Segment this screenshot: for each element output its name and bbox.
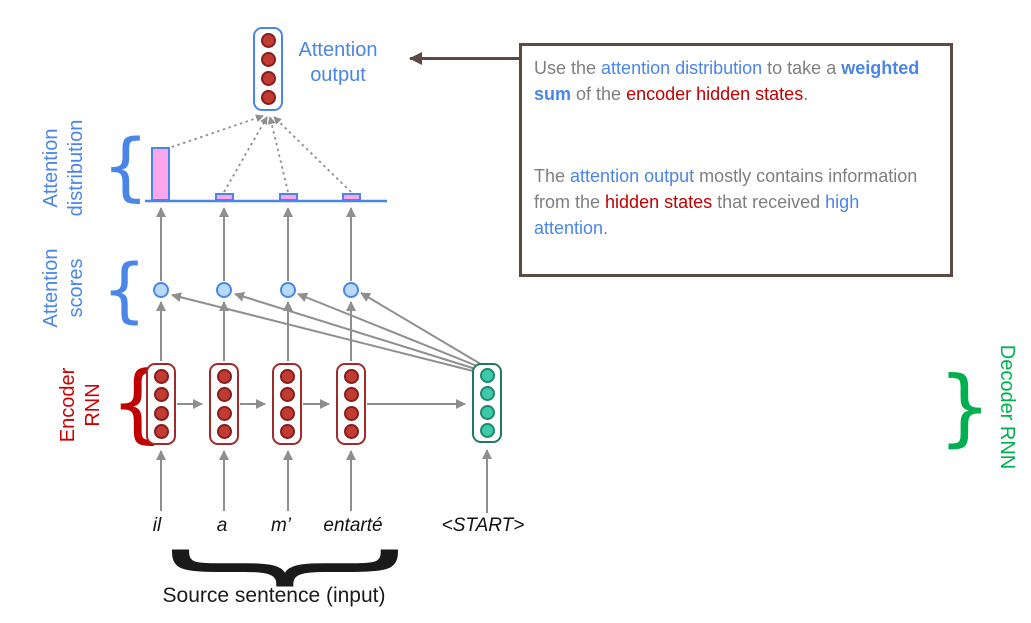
source-sentence-brace: { — [130, 537, 417, 599]
source-word: m’ — [270, 515, 292, 536]
note-box: Use the attention distribution to take a… — [519, 43, 953, 277]
encoder-rnn-label: Encoder RNN — [57, 367, 104, 443]
hidden-state-dot — [343, 368, 359, 384]
attention-output-cell — [253, 27, 283, 111]
attention-bar-low — [214, 193, 234, 201]
hidden-state-dot — [343, 405, 359, 421]
distribution-brace: { — [102, 124, 150, 210]
encoder-to-score-arrows — [156, 301, 356, 361]
hidden-state-dot — [260, 90, 276, 105]
hidden-state-dot — [260, 52, 276, 67]
hidden-state-dot — [279, 405, 295, 421]
input-arrows — [156, 449, 492, 513]
encoder-cell — [336, 363, 366, 445]
source-word: a — [216, 515, 228, 536]
decoder-brace: } — [938, 358, 992, 456]
attention-distribution-label: Attention distribution — [40, 119, 87, 217]
hidden-state-dot — [260, 33, 276, 48]
attention-bar-high — [151, 147, 170, 201]
hidden-state-dot — [343, 387, 359, 403]
attention-bar-low — [341, 193, 361, 201]
source-sentence-caption: Source sentence (input) — [162, 584, 386, 607]
start-token-label: <START> — [441, 515, 525, 536]
source-word: entarté — [323, 515, 383, 536]
decoder-cell — [472, 363, 502, 443]
score-to-distribution-arrows — [156, 207, 356, 281]
note-paragraph-2: The attention output mostly contains inf… — [534, 166, 918, 238]
decoder-to-score-arrows — [171, 291, 485, 373]
hidden-state-dot — [479, 386, 495, 402]
hidden-state-dot — [343, 424, 359, 440]
hidden-state-dot — [479, 404, 495, 420]
hidden-state-dot — [479, 368, 495, 384]
hidden-state-dot — [216, 405, 232, 421]
weighted-sum-dotted-lines — [165, 114, 352, 193]
hidden-state-dot — [479, 422, 495, 438]
hidden-state-dot — [153, 405, 169, 421]
hidden-state-dot — [153, 424, 169, 440]
hidden-state-dot — [279, 387, 295, 403]
hidden-state-dot — [216, 387, 232, 403]
hidden-state-dot — [153, 387, 169, 403]
scores-brace: { — [102, 249, 147, 331]
hidden-state-dot — [216, 424, 232, 440]
attention-output-label: Attention output — [298, 39, 378, 86]
hidden-state-dot — [216, 368, 232, 384]
hidden-state-dot — [153, 368, 169, 384]
attention-bar-low — [278, 193, 298, 201]
attention-score-circle — [280, 282, 296, 298]
attention-scores-label: Attention scores — [40, 248, 87, 328]
note-paragraph-1: Use the attention distribution to take a… — [534, 58, 920, 104]
source-word: il — [152, 515, 162, 536]
decoder-rnn-label: Decoder RNN — [996, 344, 1018, 470]
encoder-cell — [146, 363, 176, 445]
attention-score-circle — [153, 282, 169, 298]
attention-score-circle — [216, 282, 232, 298]
hidden-state-dot — [279, 368, 295, 384]
attention-score-circle — [343, 282, 359, 298]
hidden-state-dot — [260, 71, 276, 86]
encoder-cell — [272, 363, 302, 445]
encoder-cell — [209, 363, 239, 445]
hidden-state-dot — [279, 424, 295, 440]
